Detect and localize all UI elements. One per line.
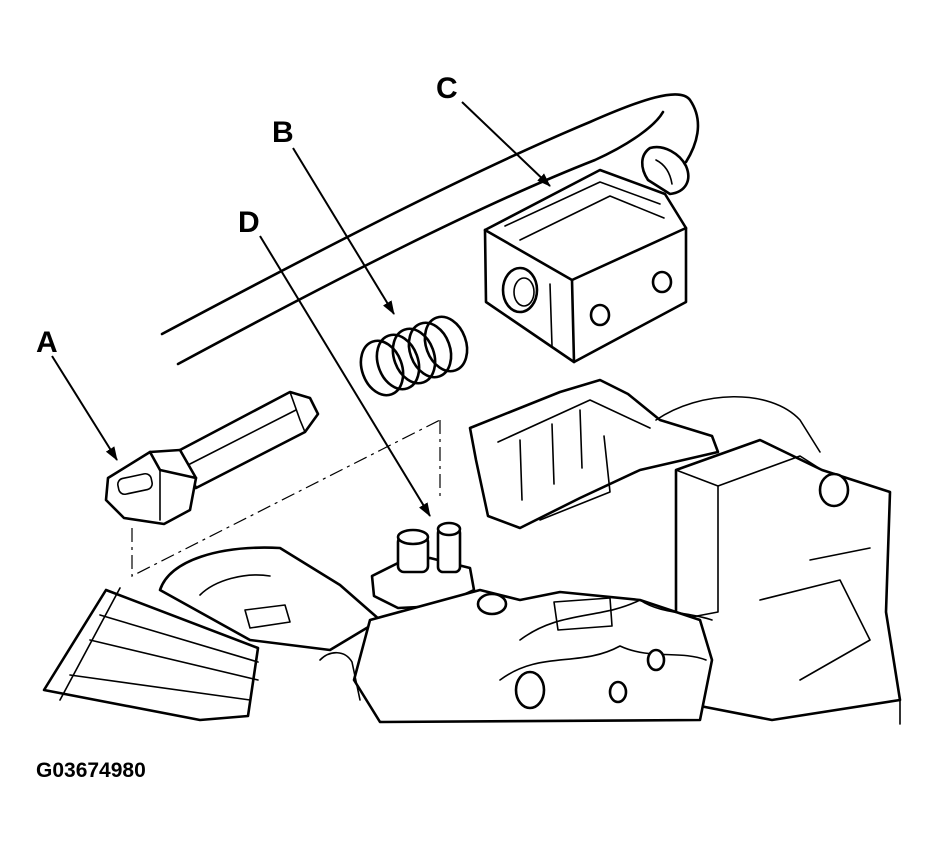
- leader-c: [461, 101, 551, 187]
- callout-c: C: [436, 72, 458, 105]
- plunger-a: [104, 390, 320, 526]
- figure-id: G03674980: [36, 759, 146, 782]
- callout-b: B: [272, 116, 294, 149]
- leader-b: [292, 147, 395, 315]
- leader-d: [259, 235, 431, 517]
- leader-arrows: [51, 101, 551, 517]
- callout-d: D: [238, 206, 260, 239]
- callout-a: A: [36, 326, 58, 359]
- solenoid-c: [483, 145, 690, 364]
- wire-harness: [160, 93, 700, 366]
- valve-body: [42, 378, 902, 725]
- spring-b: [359, 315, 469, 397]
- leader-a: [51, 355, 118, 461]
